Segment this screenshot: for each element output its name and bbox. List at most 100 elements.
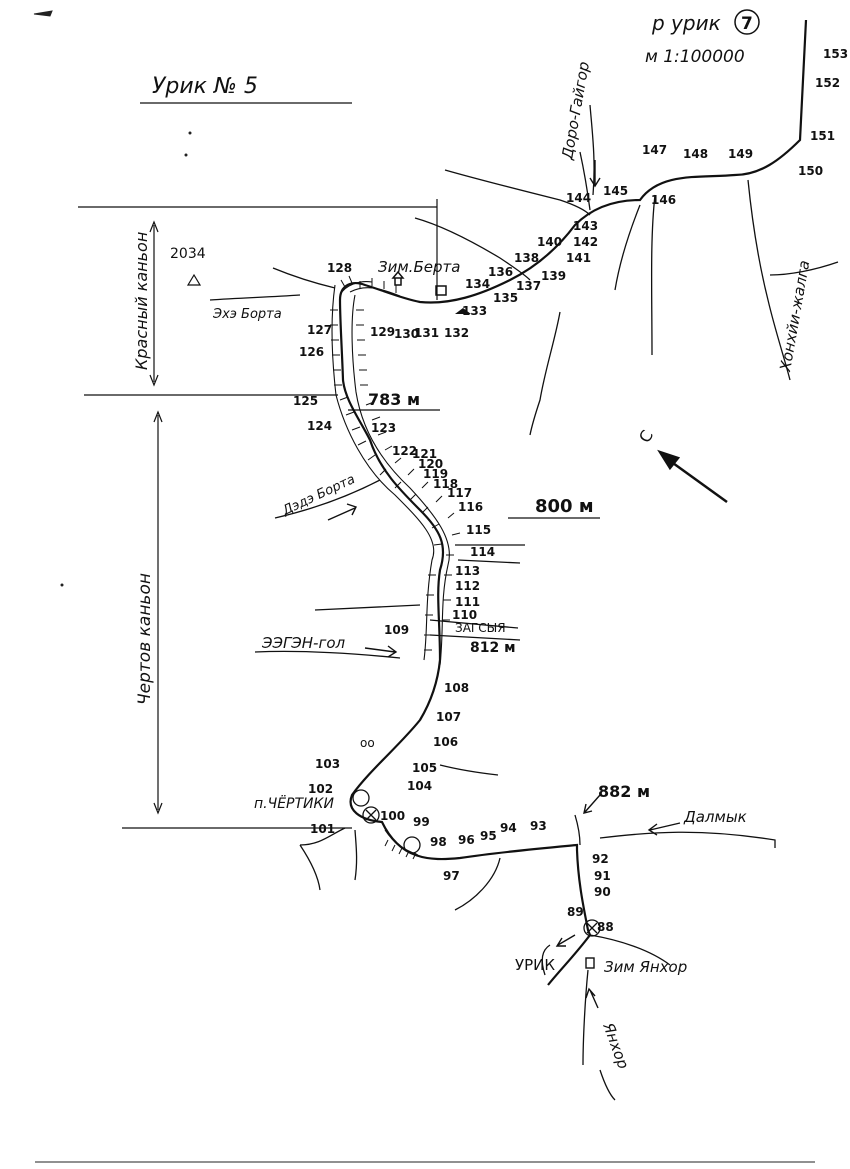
km-mark-92: 92: [592, 852, 609, 866]
km-mark-94: 94: [500, 821, 517, 835]
yanhor-hut-icon: [585, 957, 595, 969]
km-mark-137: 137: [516, 279, 541, 293]
hut-icon: [391, 270, 405, 286]
km-mark-128: 128: [327, 261, 352, 275]
km-mark-151: 151: [810, 129, 835, 143]
ezegen-gol-label: ЭЭГЭН-гол: [261, 634, 346, 652]
zim-berta-label: Зим.Берта: [378, 258, 460, 276]
north-arrow-icon: [657, 449, 728, 504]
km-mark-113: 113: [455, 564, 480, 578]
km-mark-100: 100: [380, 809, 405, 823]
km-mark-145: 145: [603, 184, 628, 198]
elev-783: 783 м: [368, 390, 420, 409]
km-mark-103: 103: [315, 757, 340, 771]
km-mark-122: 122: [392, 444, 417, 458]
km-mark-116: 116: [458, 500, 483, 514]
main-river: [338, 19, 808, 986]
km-mark-102: 102: [308, 782, 333, 796]
canyon-hatch-ticks: [330, 275, 461, 860]
urik-label: УРИК: [515, 956, 555, 974]
km-mark-134: 134: [465, 277, 490, 291]
km-mark-143: 143: [573, 219, 598, 233]
km-mark-96: 96: [458, 833, 475, 847]
km-mark-121: 121: [412, 447, 437, 461]
km-mark-142: 142: [573, 235, 598, 249]
km-mark-120: 120: [418, 457, 443, 471]
km-mark-139: 139: [541, 269, 566, 283]
km-mark-149: 149: [728, 147, 753, 161]
km-mark-88: 88: [597, 920, 614, 934]
km-mark-130: 130: [394, 327, 419, 341]
km-mark-144: 144: [566, 191, 591, 205]
km-mark-131: 131: [414, 326, 439, 340]
dalmyk-label: Далмык: [683, 808, 747, 826]
north-label: С: [635, 427, 657, 446]
km-mark-140: 140: [537, 235, 562, 249]
sheet-title: Урик № 5: [152, 74, 258, 99]
km-mark-115: 115: [466, 523, 491, 537]
km-mark-89: 89: [567, 905, 584, 919]
double-o-icon: oo: [360, 736, 375, 750]
km-mark-148: 148: [683, 147, 708, 161]
km-mark-119: 119: [423, 467, 448, 481]
km-mark-110: 110: [452, 608, 477, 622]
km-mark-108: 108: [444, 681, 469, 695]
zagsia-label: ЗАГСЫЯ: [455, 621, 506, 635]
km-mark-136: 136: [488, 265, 513, 279]
sheet-number: 7: [741, 14, 753, 34]
doro-gaygor-label: Доро-Гайгор: [558, 60, 593, 161]
km-mark-93: 93: [530, 819, 547, 833]
scan-marks: [33, 10, 815, 1163]
km-mark-111: 111: [455, 595, 480, 609]
tributaries: [209, 104, 839, 1101]
km-mark-118: 118: [433, 477, 458, 491]
km-mark-132: 132: [444, 326, 469, 340]
km-mark-135: 135: [493, 291, 518, 305]
km-mark-99: 99: [413, 815, 430, 829]
km-mark-109: 109: [384, 623, 409, 637]
km-mark-101: 101: [310, 822, 335, 836]
km-mark-95: 95: [480, 829, 497, 843]
km-mark-126: 126: [299, 345, 324, 359]
km-mark-124: 124: [307, 419, 332, 433]
cherti-label: п.ЧЁРТИКИ: [254, 794, 334, 812]
km-mark-146: 146: [651, 193, 676, 207]
canyon-lower-label: Чертов каньон: [135, 573, 155, 705]
map-scale: м 1:100000: [645, 47, 745, 67]
km-mark-138: 138: [514, 251, 539, 265]
km-mark-153: 153: [823, 47, 848, 61]
elev-882: 882 м: [598, 782, 650, 801]
canyon-brackets: [78, 199, 438, 829]
km-mark-125: 125: [293, 394, 318, 408]
km-mark-150: 150: [798, 164, 823, 178]
honhyi-label: Хонхйи-жалга: [776, 259, 813, 374]
km-mark-123: 123: [371, 421, 396, 435]
peak-triangle-icon: [186, 273, 202, 286]
ehe-berta-label: Эхэ Борта: [212, 307, 282, 322]
km-mark-133: 133: [462, 304, 487, 318]
river-header: р урик: [651, 11, 721, 35]
km-markers: 8889909192939495969798991001011021031041…: [293, 47, 848, 934]
peak-elevation: 2034: [170, 246, 206, 262]
elev-812: 812 м: [470, 640, 516, 656]
km-mark-112: 112: [455, 579, 480, 593]
km-mark-97: 97: [443, 869, 460, 883]
yanhor-label: Янхор: [599, 1019, 633, 1071]
km-mark-106: 106: [433, 735, 458, 749]
km-mark-104: 104: [407, 779, 432, 793]
winter-hut-icon: [435, 285, 447, 296]
waypoint-circles: [352, 789, 601, 937]
km-mark-105: 105: [412, 761, 437, 775]
flow-arrows: [327, 160, 681, 1009]
km-mark-90: 90: [594, 885, 611, 899]
km-mark-127: 127: [307, 323, 332, 337]
km-mark-141: 141: [566, 251, 591, 265]
elev-800: 800 м: [535, 496, 594, 517]
km-mark-114: 114: [470, 545, 495, 559]
km-mark-107: 107: [436, 710, 461, 724]
km-mark-152: 152: [815, 76, 840, 90]
sheet-number-circle: [734, 9, 760, 35]
zim-yanhor-label: Зим Янхор: [604, 958, 687, 976]
camp-icon: [455, 308, 471, 314]
